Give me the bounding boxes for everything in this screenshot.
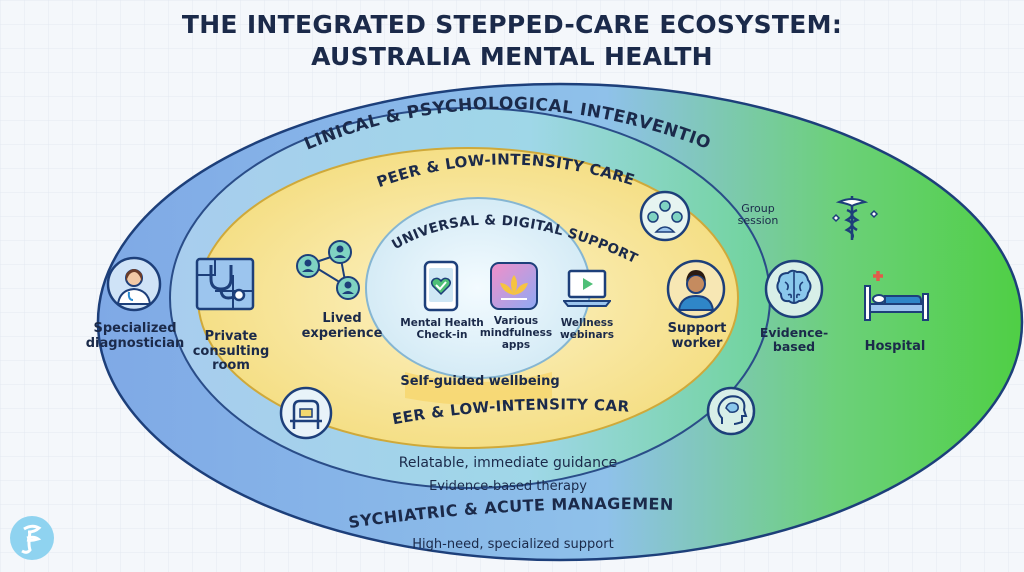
wellness-webinars-label: Wellness webinars	[560, 317, 614, 341]
relatable-tagline: Relatable, immediate guidance	[398, 455, 618, 471]
caduceus-icon	[831, 196, 879, 240]
doctor-icon	[106, 256, 162, 312]
support-worker-label: Support worker	[667, 321, 727, 351]
stethoscope-icon	[195, 257, 255, 311]
laptop-play-icon	[563, 269, 611, 307]
network-people-icon	[296, 240, 360, 300]
therapy-chair-icon	[279, 386, 333, 440]
evidence-based-label: Evidence-based	[759, 325, 829, 354]
specialized-diagnostician-label: Specialized diagnostician	[85, 321, 185, 351]
group-session-label: Group session	[737, 202, 779, 228]
group-session-icon	[639, 190, 691, 242]
hospital-label: Hospital	[864, 339, 926, 354]
lotus-app-icon	[490, 262, 538, 310]
brand-logo-icon	[10, 516, 54, 560]
hospital-bed-icon	[864, 271, 929, 321]
mental-health-checkin-label: Mental Health Check-in	[400, 317, 484, 341]
mindfulness-apps-label: Various mindfulness apps	[479, 315, 553, 351]
page-title-line2: AUSTRALIA MENTAL HEALTH	[311, 42, 713, 71]
evidence-therapy-tagline: Evidence-based therapy	[429, 479, 587, 494]
brain-head-icon	[706, 386, 756, 436]
support-worker-icon	[666, 259, 726, 319]
self-guided-tagline: Self-guided wellbeing	[400, 374, 560, 389]
private-consulting-room-label: Private consulting room	[192, 329, 270, 374]
page-title-line1: THE INTEGRATED STEPPED-CARE ECOSYSTEM:	[181, 10, 843, 39]
lived-experience-label: Lived experience	[301, 311, 383, 341]
phone-heart-icon	[423, 260, 459, 312]
brain-icon	[764, 259, 824, 319]
high-need-tagline: High-need, specialized support	[412, 537, 614, 552]
